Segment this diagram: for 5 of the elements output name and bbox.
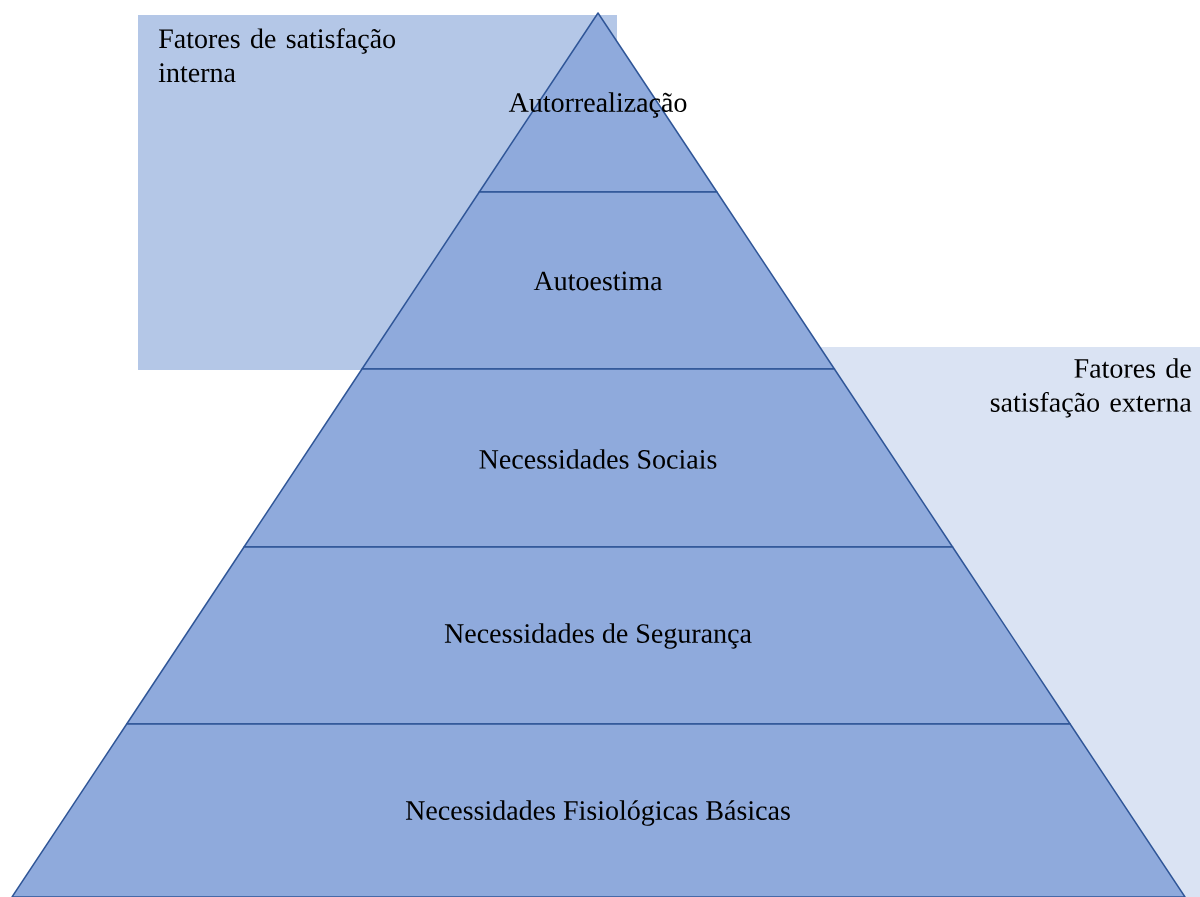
pyramid-level: Autorrealização	[478, 12, 718, 193]
pyramid-level: Necessidades de Segurança	[125, 546, 1071, 725]
pyramid-level: Autoestima	[361, 191, 836, 370]
pyramid-level: Necessidades Sociais	[243, 368, 954, 548]
pyramid-level: Necessidades Fisiológicas Básicas	[11, 723, 1186, 897]
